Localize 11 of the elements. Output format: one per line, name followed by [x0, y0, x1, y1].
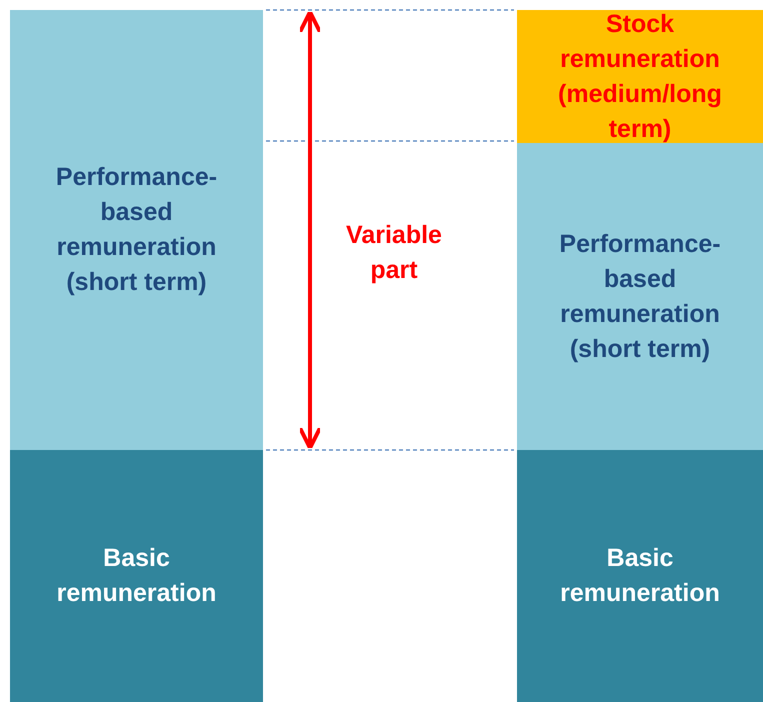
bar-segment — [10, 10, 263, 450]
segment-label: Stock remuneration (medium/long term) — [557, 8, 723, 144]
bar-segment — [517, 450, 763, 702]
segment-label: Performance-based remuneration (short term) — [558, 228, 722, 364]
bar-segment — [10, 450, 263, 702]
bar-segment — [517, 143, 763, 450]
bar-segment — [517, 10, 763, 143]
dimension-label: Variable part — [345, 220, 443, 286]
segment-label: Performance-based remuneration (short term) — [54, 162, 218, 298]
segment-label: Basic remuneration — [559, 543, 721, 609]
segment-label: Basic remuneration — [56, 543, 218, 609]
